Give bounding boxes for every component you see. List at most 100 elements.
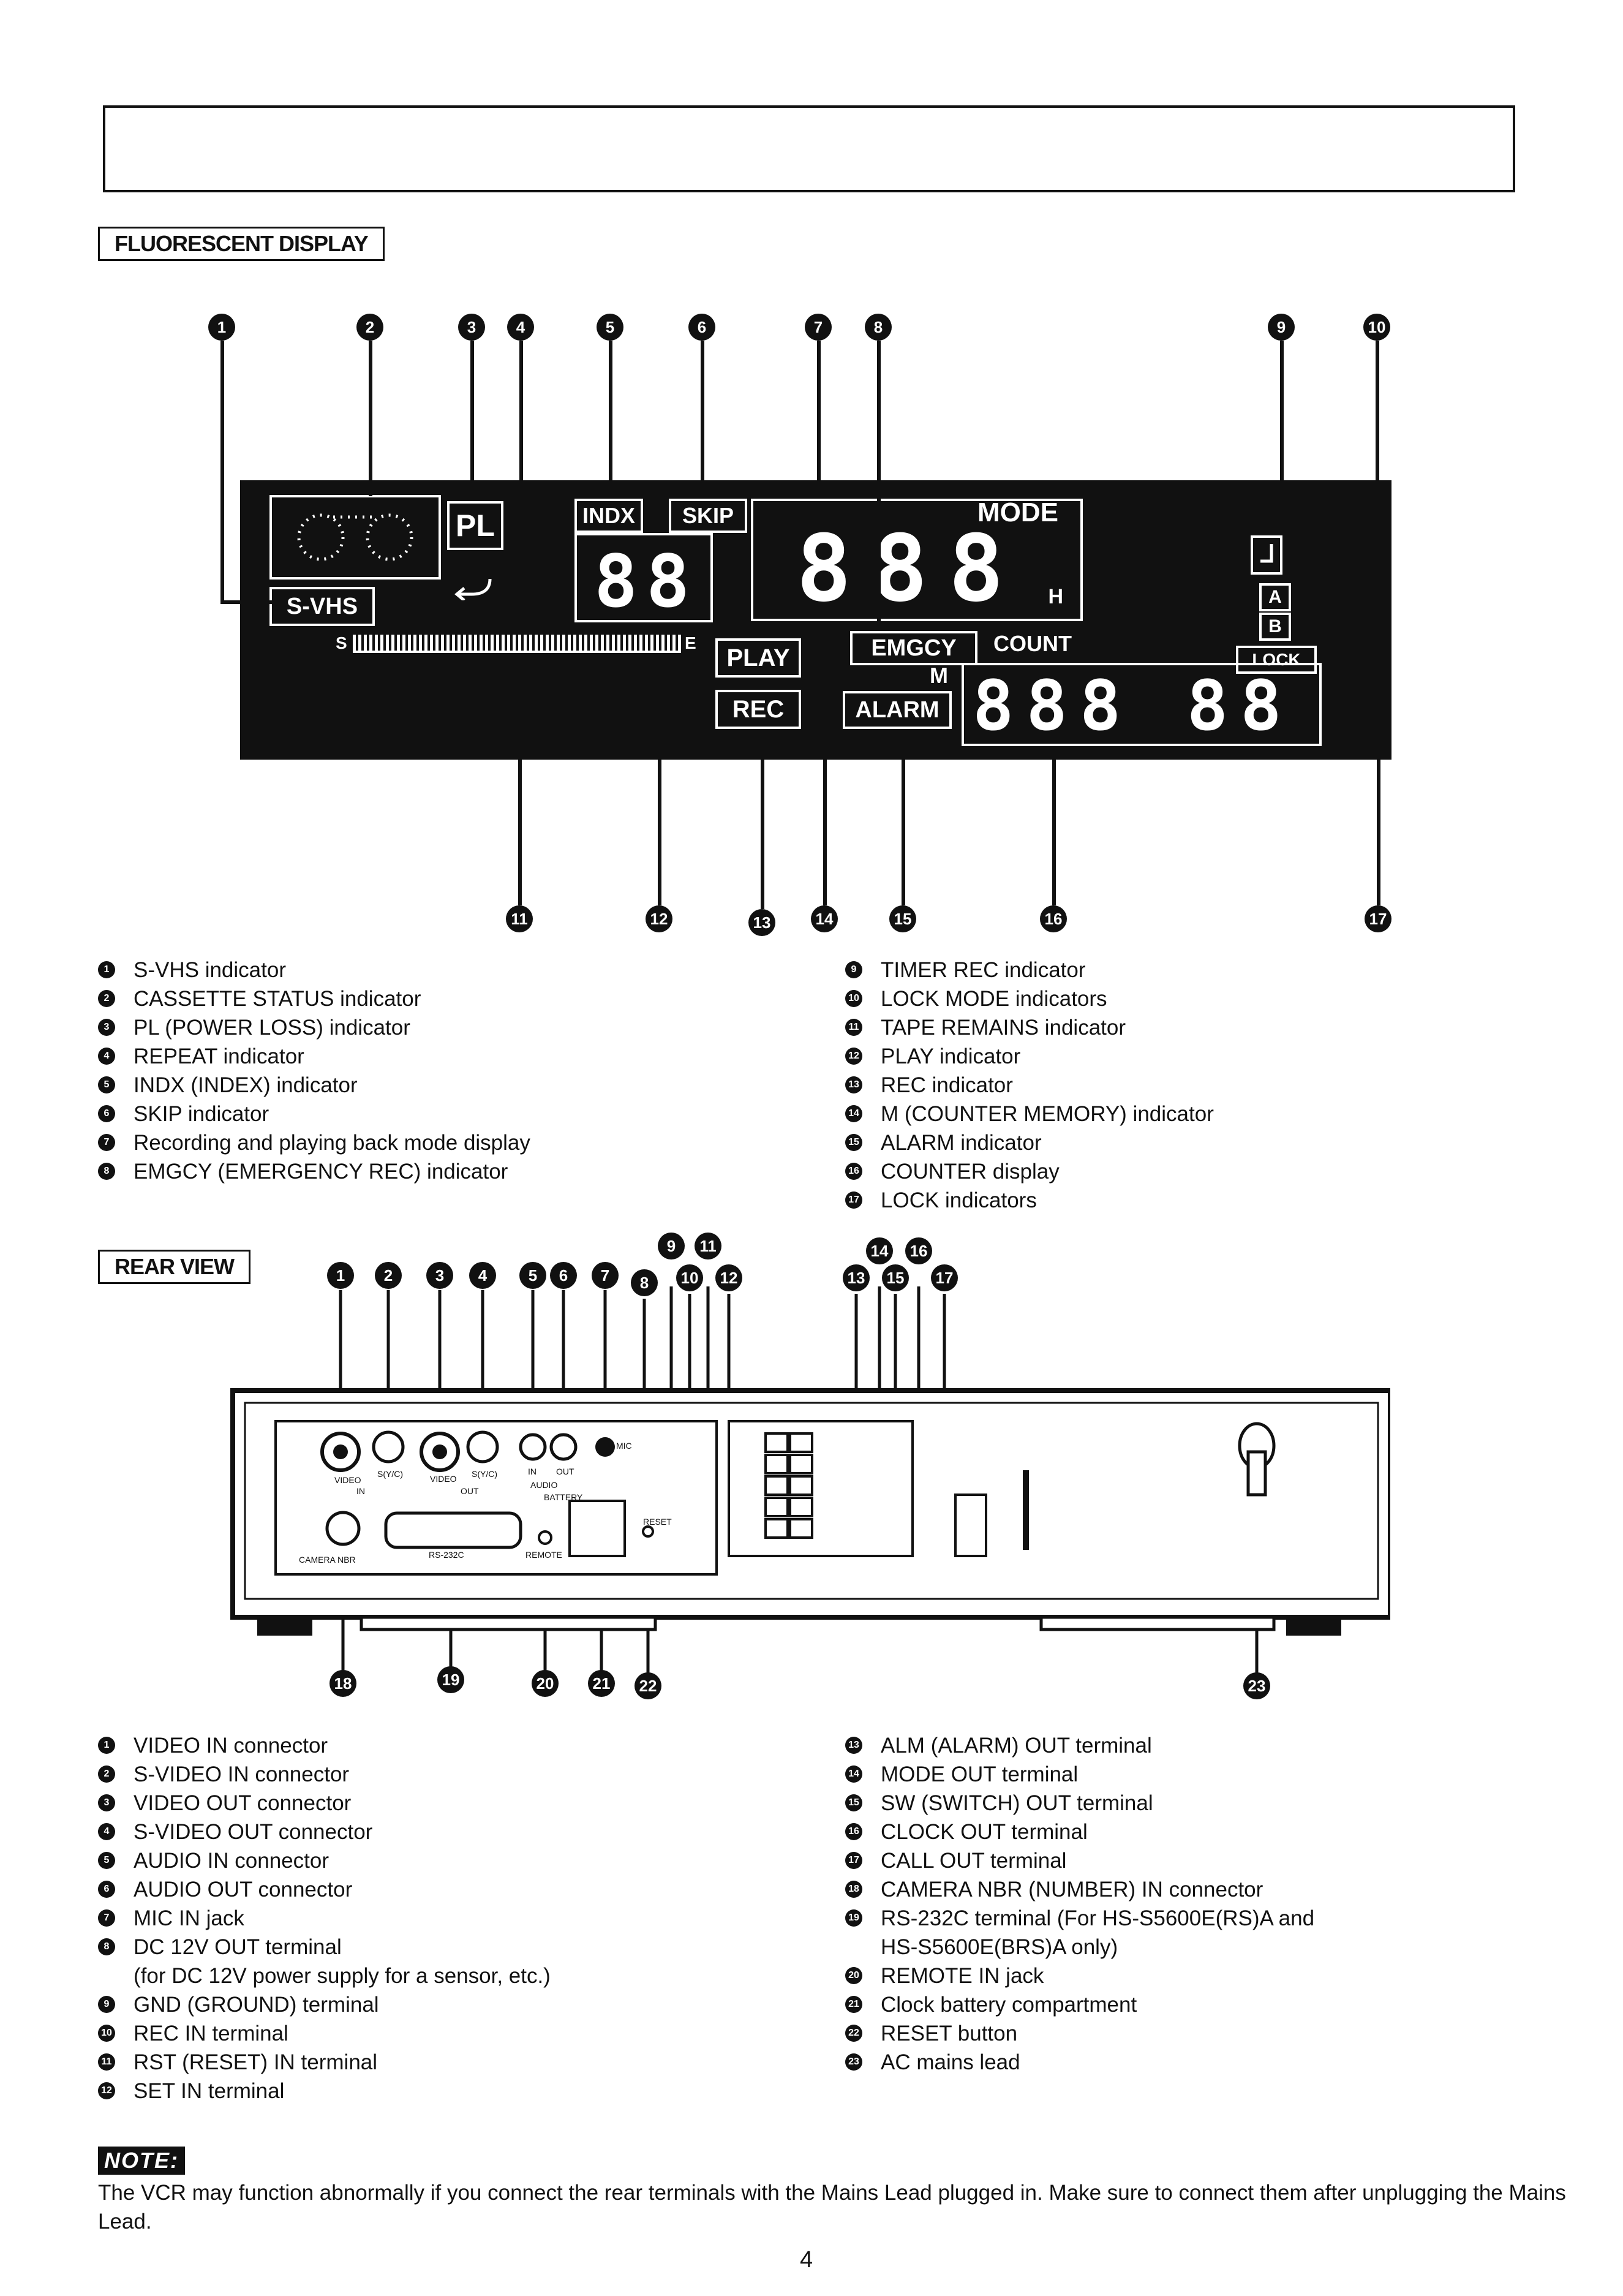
camera-nbr-label: CAMERA NBR (299, 1555, 356, 1565)
rear-callout-20: 20 (532, 1670, 559, 1697)
leader-4 (519, 341, 523, 580)
leader-9 (1280, 341, 1284, 535)
mode-display: MODE 888 H (751, 497, 1083, 622)
callout-7: 7 (805, 314, 832, 341)
rear-callout-8: 8 (631, 1269, 658, 1296)
rear-callout-12: 12 (715, 1264, 742, 1291)
rear-callout-1: 1 (327, 1262, 354, 1289)
callout-14: 14 (811, 905, 838, 932)
rear-callout-22: 22 (635, 1672, 661, 1699)
lock-mode-a-indicator: A (1259, 583, 1291, 611)
page-number: 4 (800, 2247, 813, 2273)
alarm-indicator: ALARM (843, 691, 952, 729)
header-box (103, 105, 1515, 192)
rear-callout-17: 17 (931, 1264, 958, 1291)
leader-16 (1052, 746, 1056, 905)
tape-remains-e-label: E (685, 633, 696, 652)
leader-1b (220, 600, 272, 604)
video-in-label: VIDEO (334, 1475, 361, 1485)
repeat-icon (453, 576, 496, 602)
counter-digits: 888 88 (973, 667, 1294, 746)
leader-12 (658, 663, 661, 905)
svhs-indicator: S-VHS (269, 587, 375, 626)
fluorescent-display-label: FLUORESCENT DISPLAY (98, 227, 385, 261)
callout-10: 10 (1363, 314, 1390, 341)
rear-callout-21: 21 (588, 1670, 615, 1697)
callout-5: 5 (597, 314, 623, 341)
timer-rec-icon (1260, 544, 1273, 563)
leader-3 (470, 341, 474, 501)
lock-indicator: LOCK (1236, 646, 1317, 674)
tape-remains-indicator (353, 635, 681, 653)
play-indicator: PLAY (715, 638, 801, 678)
rear-callout-2: 2 (375, 1262, 402, 1289)
svideo-out-label: S(Y/C) (472, 1469, 497, 1479)
counter-display: 888 88 (962, 663, 1322, 746)
callout-17: 17 (1365, 905, 1391, 932)
rear-callout-3: 3 (426, 1262, 453, 1289)
callout-13: 13 (748, 909, 775, 936)
rear-callout-23: 23 (1243, 1672, 1270, 1699)
rear-callout-19: 19 (437, 1666, 464, 1693)
rs232c-label: RS-232C (429, 1550, 464, 1560)
rear-callout-18: 18 (329, 1670, 356, 1697)
leader-13 (761, 729, 764, 909)
rear-callout-13: 13 (843, 1264, 870, 1291)
leader-7 (817, 341, 821, 499)
leader-1 (220, 341, 224, 604)
callout-9: 9 (1268, 314, 1295, 341)
rear-callout-9: 9 (658, 1233, 685, 1259)
leader-8 (877, 341, 881, 631)
emgcy-indicator: EMGCY (850, 631, 977, 665)
rear-callout-16: 16 (905, 1237, 932, 1264)
tape-remains-s-label: S (336, 633, 347, 652)
cassette-reels-icon (297, 513, 413, 561)
leader-11 (518, 665, 522, 905)
rear-callout-11: 11 (695, 1233, 721, 1259)
callout-12: 12 (646, 905, 672, 932)
note-text: The VCR may function abnormally if you c… (98, 2181, 1566, 2234)
mic-label: MIC (616, 1441, 632, 1451)
vcr-rear-illustration (230, 1286, 1390, 1675)
cassette-status-indicator (269, 495, 441, 580)
audio-in-label: IN (528, 1467, 537, 1476)
callout-6: 6 (688, 314, 715, 341)
rear-callout-4: 4 (469, 1262, 496, 1289)
rec-indicator: REC (715, 690, 801, 729)
skip-indicator: SKIP (669, 499, 747, 533)
rear-callout-15: 15 (882, 1264, 909, 1291)
callout-16: 16 (1040, 905, 1067, 932)
battery-label: BATTERY (544, 1492, 583, 1502)
video-out-label: VIDEO (430, 1474, 457, 1484)
audio-label: AUDIO (530, 1480, 558, 1490)
audio-out-label: OUT (556, 1467, 574, 1476)
leader-2 (369, 341, 372, 496)
callout-2: 2 (356, 314, 383, 341)
count-label: COUNT (993, 631, 1072, 656)
rear-callout-6: 6 (550, 1262, 577, 1289)
mode-h-label: H (1048, 585, 1063, 608)
reset-label: RESET (643, 1517, 672, 1527)
svideo-in-label: S(Y/C) (377, 1469, 403, 1479)
rear-callout-10: 10 (676, 1264, 703, 1291)
pl-indicator: PL (447, 501, 503, 550)
leader-10b (1291, 606, 1379, 610)
rear-callout-5: 5 (519, 1262, 546, 1289)
indx-indicator: INDX (574, 499, 643, 533)
remote-label: REMOTE (525, 1550, 562, 1560)
leader-6 (701, 341, 704, 499)
index-digits: 88 (594, 539, 699, 624)
rear-callout-14: 14 (866, 1237, 893, 1264)
rear-view-label: REAR VIEW (98, 1250, 251, 1284)
mode-label: MODE (977, 497, 1058, 527)
callout-15: 15 (889, 905, 916, 932)
leader-15 (902, 729, 905, 905)
leader-10 (1376, 341, 1379, 610)
counter-memory-indicator: M (930, 663, 948, 688)
callout-11: 11 (506, 905, 533, 932)
mode-digits: 888 (796, 516, 1025, 622)
